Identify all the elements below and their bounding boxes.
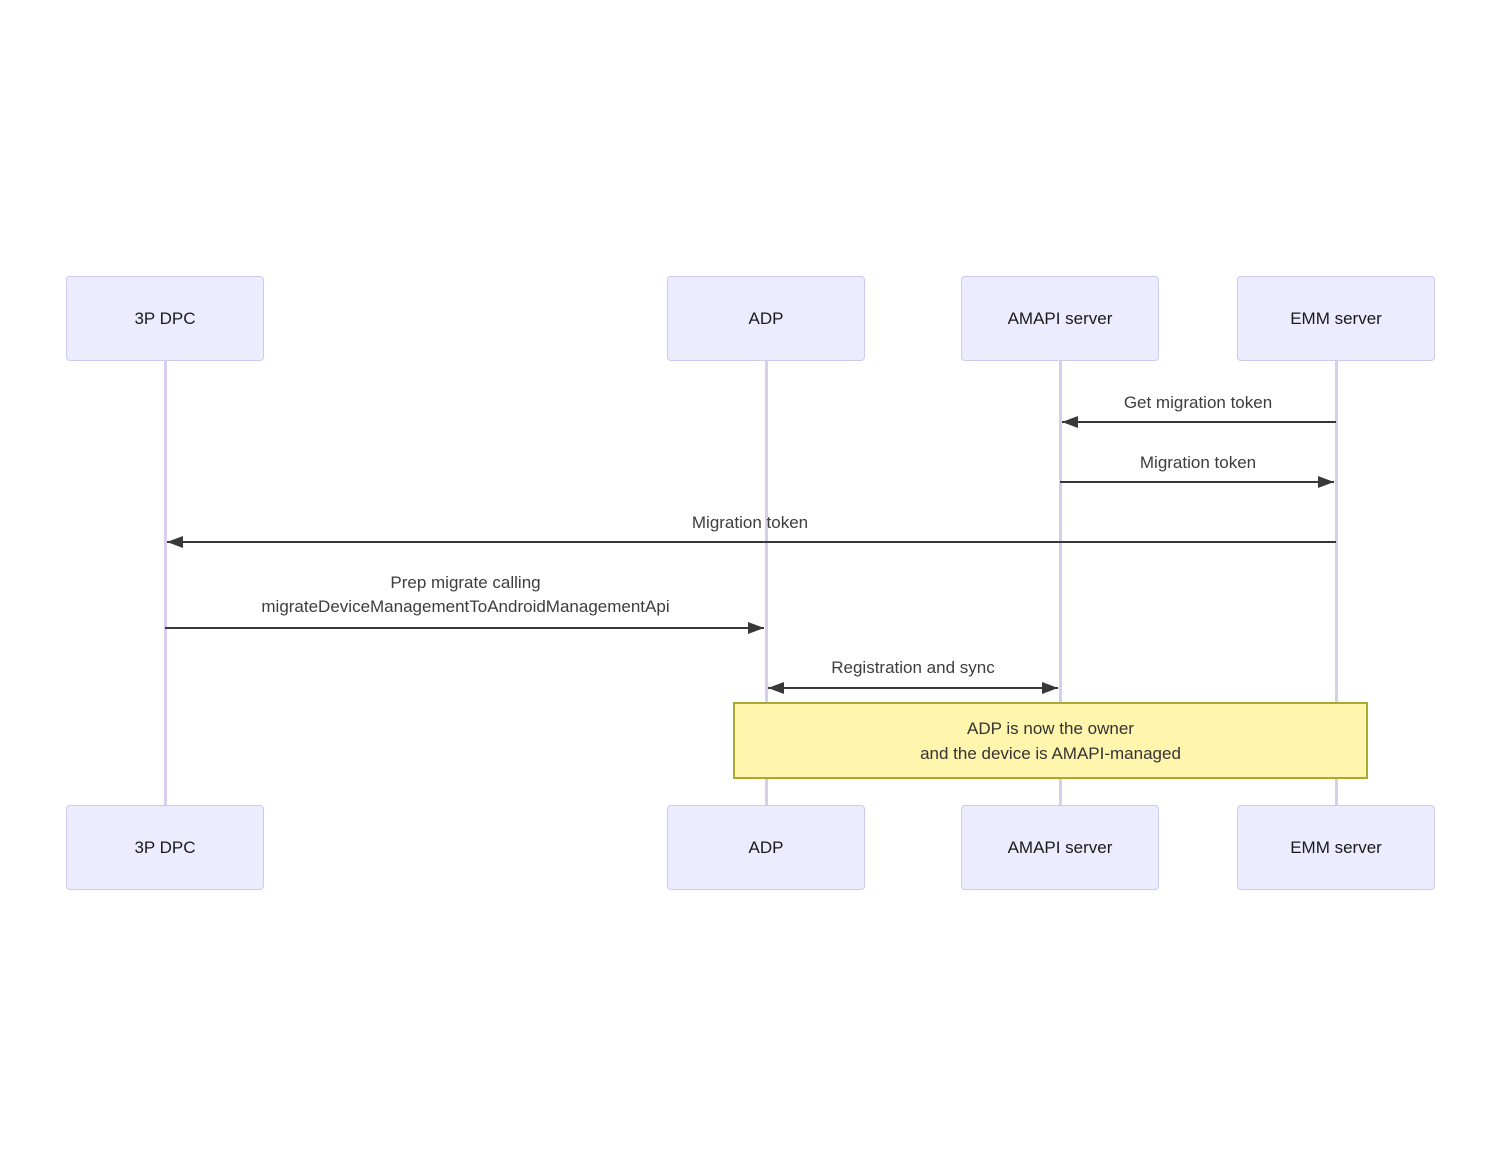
- actor-top-emm-server: EMM server: [1237, 276, 1435, 361]
- lifeline-amapi-server: [1059, 361, 1062, 805]
- message-line-prep-migrate: [165, 627, 764, 629]
- actor-bottom-amapi-server: AMAPI server: [961, 805, 1159, 890]
- actor-bottom-adp: ADP: [667, 805, 865, 890]
- actor-label: EMM server: [1290, 837, 1382, 857]
- actor-bottom-emm-server: EMM server: [1237, 805, 1435, 890]
- note-adp-owner: ADP is now the owner and the device is A…: [733, 702, 1368, 779]
- lifeline-emm-server: [1335, 361, 1338, 805]
- actor-label: 3P DPC: [134, 837, 196, 857]
- message-line-get-migration-token: [1062, 421, 1336, 423]
- message-label-prep-migrate: Prep migrate calling migrateDeviceManage…: [261, 573, 670, 616]
- actor-top-amapi-server: AMAPI server: [961, 276, 1159, 361]
- arrowhead-right-icon: [748, 622, 764, 634]
- message-label-migration-token-to-emm: Migration token: [1139, 453, 1257, 472]
- message-label-registration-sync: Registration and sync: [831, 658, 995, 677]
- arrowhead-left-icon: [167, 536, 183, 548]
- arrowhead-left-icon: [768, 682, 784, 694]
- message-line-migration-token-to-emm: [1060, 481, 1334, 483]
- arrowhead-right-icon: [1318, 476, 1334, 488]
- actor-label: ADP: [748, 308, 784, 328]
- actor-top-adp: ADP: [667, 276, 865, 361]
- message-label-migration-token-to-dpc: Migration token: [691, 513, 809, 532]
- arrowhead-right-icon: [1042, 682, 1058, 694]
- lifeline-adp: [765, 361, 768, 805]
- lifeline-3p-dpc: [164, 361, 167, 805]
- actor-label: AMAPI server: [1007, 837, 1113, 857]
- actor-label: EMM server: [1290, 308, 1382, 328]
- actor-label: ADP: [748, 837, 784, 857]
- message-line-registration-sync: [768, 687, 1058, 689]
- actor-top-3p-dpc: 3P DPC: [66, 276, 264, 361]
- actor-label: 3P DPC: [134, 308, 196, 328]
- actor-label: AMAPI server: [1007, 308, 1113, 328]
- actor-bottom-3p-dpc: 3P DPC: [66, 805, 264, 890]
- message-line-migration-token-to-dpc: [167, 541, 1336, 543]
- message-label-get-migration-token: Get migration token: [1123, 393, 1273, 412]
- arrowhead-left-icon: [1062, 416, 1078, 428]
